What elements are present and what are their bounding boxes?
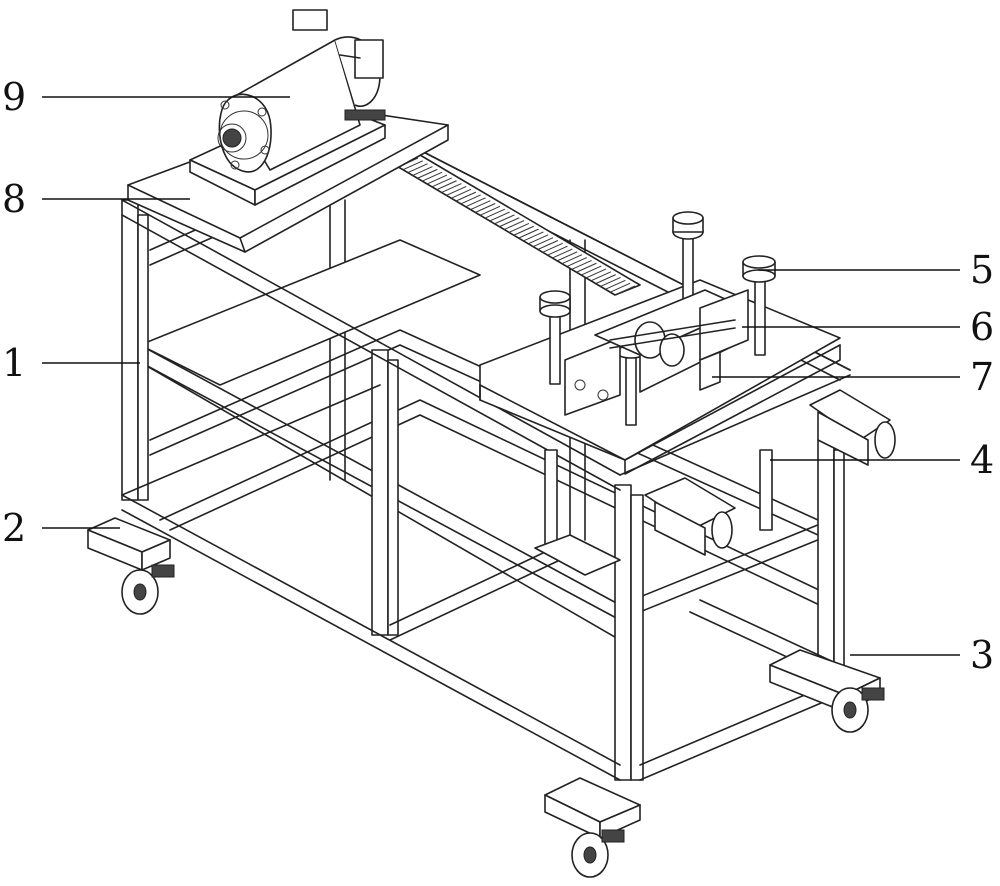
callout-9: 9 (2, 75, 26, 119)
callout-3: 3 (970, 633, 994, 677)
callout-1: 1 (2, 341, 26, 385)
callout-8: 8 (2, 177, 26, 221)
callout-7: 7 (970, 355, 994, 399)
caster-wheels (122, 565, 884, 877)
callout-4: 4 (970, 438, 994, 482)
foot-pads (88, 518, 880, 838)
frame-front-legs (122, 200, 844, 780)
callout-5: 5 (970, 248, 994, 292)
callout-2: 2 (2, 506, 26, 550)
callout-6: 6 (970, 305, 994, 349)
